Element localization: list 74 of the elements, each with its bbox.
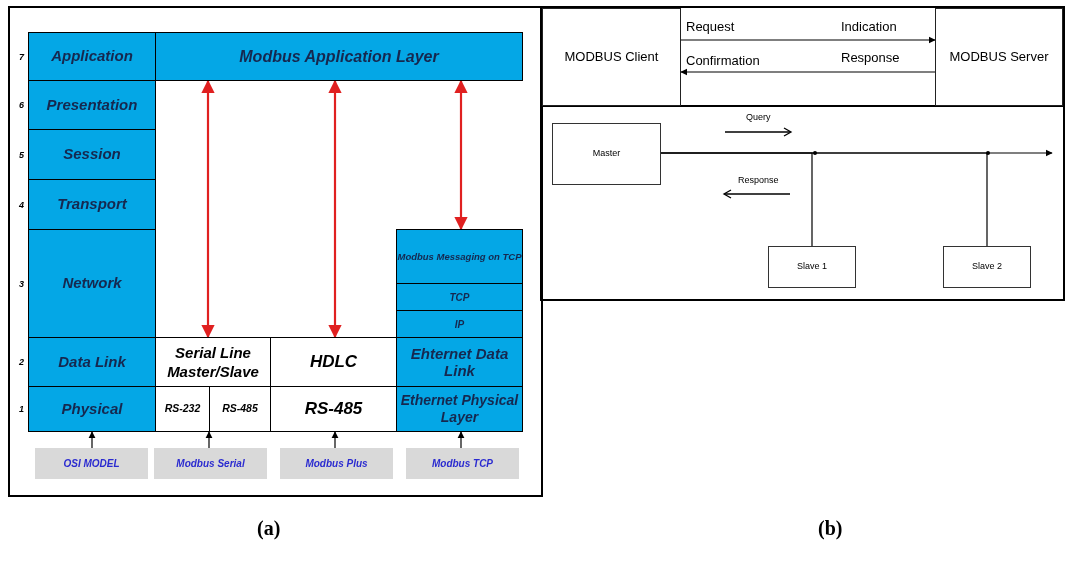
stack-tag bbox=[280, 448, 393, 479]
message-label: Response bbox=[738, 174, 779, 187]
layer-number: 3 bbox=[19, 277, 24, 291]
arrow bbox=[88, 431, 96, 449]
node-label: Serial Line Master/Slave bbox=[166, 343, 260, 381]
layer-box bbox=[28, 80, 156, 130]
node-label: TCP bbox=[449, 290, 470, 305]
message-label: Request bbox=[686, 18, 735, 36]
node-label: HDLC bbox=[309, 351, 358, 374]
layer-box bbox=[396, 283, 523, 311]
layer-number: 7 bbox=[19, 50, 24, 64]
message-label: Query bbox=[746, 111, 771, 124]
node-label: Session bbox=[63, 144, 121, 165]
layer-box bbox=[396, 310, 523, 338]
arrow bbox=[457, 431, 465, 449]
node-label: Physical bbox=[61, 398, 123, 419]
layer-box bbox=[28, 129, 156, 180]
layer-number: 1 bbox=[19, 403, 24, 416]
node-label: Ehternet Data Link bbox=[409, 345, 510, 379]
layer-number: 6 bbox=[19, 99, 24, 112]
message-label: Indication bbox=[841, 18, 897, 36]
node-label: RS-485 bbox=[222, 401, 258, 417]
device-box bbox=[768, 246, 856, 288]
node-label: Master bbox=[592, 147, 621, 161]
stack-tag bbox=[406, 448, 519, 479]
entity-box bbox=[935, 8, 1063, 106]
node-label: Transport bbox=[57, 194, 127, 215]
layer-number: 2 bbox=[19, 356, 24, 369]
node-label: OSI MODEL bbox=[63, 457, 120, 471]
node-label: Modbus Serial bbox=[176, 457, 245, 471]
arrow bbox=[201, 79, 215, 339]
stack-tag bbox=[35, 448, 148, 479]
node-label: MODBUS Server bbox=[949, 48, 1049, 67]
node-label: Network bbox=[62, 273, 122, 294]
node-label: Data Link bbox=[58, 351, 126, 372]
node-label: RS-232 bbox=[164, 401, 201, 417]
layer-box bbox=[28, 386, 156, 432]
layer-box bbox=[28, 32, 156, 81]
node-label: Modbus TCP bbox=[431, 457, 494, 471]
layer-box bbox=[396, 229, 523, 284]
node-label: Ethernet Physical Layer bbox=[399, 392, 520, 426]
node-label: Modbus Plus bbox=[305, 457, 368, 471]
arrow bbox=[205, 431, 213, 449]
arrow bbox=[331, 431, 339, 449]
message-label: Confirmation bbox=[686, 52, 760, 70]
layer-box bbox=[28, 229, 156, 338]
layer-number: 4 bbox=[19, 198, 24, 212]
node-label: IP bbox=[454, 317, 465, 332]
arrow bbox=[680, 68, 936, 76]
stack-tag bbox=[154, 448, 267, 479]
node-label: Slave 1 bbox=[797, 260, 827, 274]
arrow bbox=[328, 79, 342, 339]
device-box bbox=[552, 123, 661, 185]
layer-box bbox=[28, 337, 156, 387]
node-label: Modbus Application Layer bbox=[239, 46, 439, 67]
device-box bbox=[943, 246, 1031, 288]
connector-line bbox=[660, 152, 988, 247]
layer-box bbox=[28, 179, 156, 230]
node-label: Application bbox=[51, 46, 133, 67]
node-label: MODBUS Client bbox=[564, 48, 659, 67]
message-label: Response bbox=[841, 49, 900, 67]
node-label: Slave 2 bbox=[972, 260, 1002, 274]
layer-box bbox=[396, 386, 523, 432]
panel-label: (a) bbox=[257, 516, 281, 542]
arrow bbox=[680, 36, 936, 44]
node-label: RS-485 bbox=[304, 398, 363, 421]
panel-label: (b) bbox=[818, 516, 843, 542]
layer-number: 5 bbox=[19, 148, 24, 162]
node-label: Modbus Messaging on TCP bbox=[397, 250, 522, 263]
entity-box bbox=[542, 8, 681, 106]
node-label: Presentation bbox=[46, 94, 138, 115]
layer-box bbox=[155, 32, 523, 81]
arrow bbox=[454, 79, 468, 231]
layer-box bbox=[396, 337, 523, 387]
